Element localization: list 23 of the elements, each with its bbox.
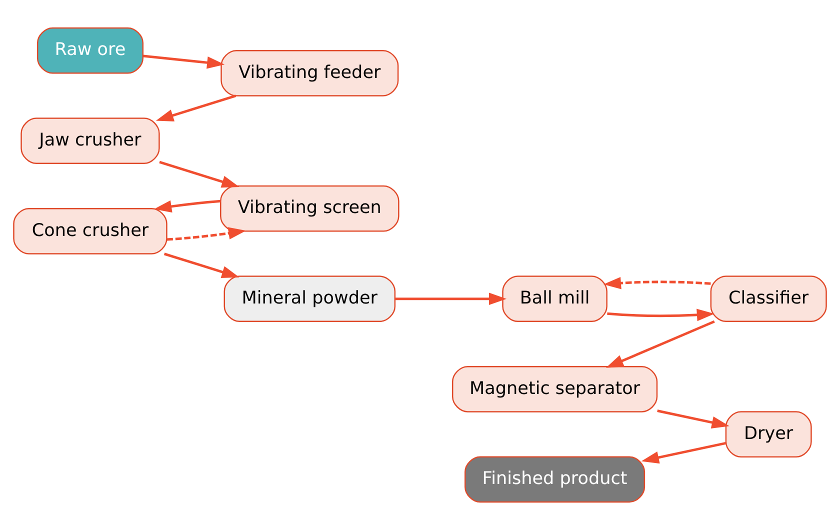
arrow [143, 54, 225, 69]
node-box: Finished product [464, 456, 646, 503]
node-box: Vibrating screen [220, 185, 400, 232]
arrow [166, 227, 246, 241]
arrow [657, 410, 730, 428]
arrow [395, 292, 507, 306]
node-box: Ball mill [502, 276, 608, 322]
arrow [154, 200, 221, 213]
node-box: Jaw crusher [20, 118, 160, 164]
node-box: Vibrating feeder [220, 50, 399, 96]
node-box: Classifier [710, 276, 827, 322]
node-box: Raw ore [36, 27, 144, 74]
arrow [159, 160, 240, 188]
node-box: Dryer [725, 411, 812, 458]
node-box: Magnetic separator [452, 366, 658, 412]
arrow [164, 252, 240, 278]
node-box: Cone crusher [13, 208, 168, 254]
arrow [641, 442, 726, 464]
arrow [607, 308, 714, 322]
arrow [606, 320, 715, 368]
arrow [603, 276, 711, 290]
arrow [156, 94, 236, 122]
node-box: Mineral powder [224, 276, 396, 322]
